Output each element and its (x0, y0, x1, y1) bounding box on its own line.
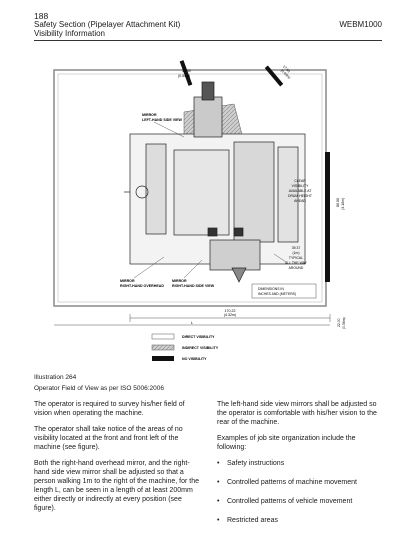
body-right-column: The left-hand side view mirrors shall be… (217, 400, 382, 535)
no-visibility-bar-right (325, 152, 330, 282)
legend-indirect-swatch (151, 344, 175, 351)
right-dim-metric: (3.10m) (341, 198, 345, 210)
paragraph: The left-hand side view mirrors shall be… (217, 401, 377, 426)
legend-direct-swatch (151, 333, 175, 340)
bottom-dim: 170.22 (225, 309, 236, 313)
mirror-lh-leader (153, 121, 185, 138)
svg-text:AROUND: AROUND (289, 266, 304, 270)
paragraph: The operator shall take notice of the ar… (34, 426, 183, 451)
no-visibility-bar-top-left (179, 60, 193, 86)
top-dim-1-metric: (0.54m) (178, 74, 190, 78)
visibility-figure: 13.60 (0.54m) 17.60 (0.69m) MIRROR (34, 42, 382, 367)
illustration-number: Illustration 264 (34, 374, 77, 381)
mirror-rs-leader (183, 259, 203, 279)
subsection-title: Visibility Information (34, 29, 105, 38)
paragraph: Both the right-hand overhead mirror, and… (34, 460, 199, 512)
mirror-ro-leader (133, 256, 165, 279)
illustration-title: Operator Field of View as per ISO 5006:2… (34, 385, 164, 392)
list-item: Restricted areas (217, 516, 382, 525)
svg-text:(1m): (1m) (293, 251, 300, 255)
mirror-lh-label: MIRROR (142, 113, 157, 117)
svg-text:ALL THE WAY: ALL THE WAY (285, 261, 308, 265)
page-number: 188 (34, 11, 49, 21)
around-leader (273, 253, 287, 263)
top-dim-1: 13.60 (182, 69, 191, 73)
top-dim-2: 17.60 (282, 64, 291, 73)
legend-none-swatch (152, 356, 174, 361)
around-note: 39.37 (1m) TYPICAL ALL THE WAY AROUND (285, 246, 308, 270)
list-item: Controlled patterns of vehicle movement (217, 497, 382, 506)
visibility-diagram: 13.60 (0.54m) 17.60 (0.69m) MIRROR (53, 60, 346, 361)
rside-dim-metric: (0.56m) (342, 317, 346, 329)
paragraph: Examples of job site organization includ… (217, 435, 356, 451)
mirror-rs-label: MIRROR (172, 279, 187, 283)
l-label: L (191, 320, 194, 325)
mirror-ro-label: MIRROR (120, 279, 135, 283)
mirror-lh-label-2: LEFT-HAND SIDE VIEW (142, 118, 183, 122)
mirror-rs-label-2: RIGHT-HAND SIDE VIEW (172, 284, 215, 288)
clear-visibility-note: CLEAR VISIBILITY AVAILABLE AT DRUM HEIGH… (288, 179, 312, 203)
dimensions-note: DIMENSIONS IN (258, 287, 284, 291)
document-id: WEBM1000 (339, 20, 382, 29)
dimensions-note-box (251, 283, 317, 299)
legend-direct-label: DIRECT VISIBILITY (182, 335, 215, 339)
svg-text:TYPICAL: TYPICAL (289, 256, 303, 260)
list-item: Safety instructions (217, 459, 382, 468)
svg-text:DRUM HEIGHT: DRUM HEIGHT (288, 194, 312, 198)
legend-none-label: NO VISIBILITY (182, 357, 207, 361)
right-dim: 80.00 (336, 198, 340, 207)
svg-text:AVAILABLE AT: AVAILABLE AT (289, 189, 312, 193)
bullet-list: Safety instructions Controlled patterns … (217, 459, 382, 525)
svg-text:AHEAD: AHEAD (294, 199, 306, 203)
section-title: Safety Section (Pipelayer Attachment Kit… (34, 20, 181, 29)
body-left-column: The operator is required to survey his/h… (34, 400, 199, 520)
no-visibility-bar-top-right (264, 65, 284, 87)
rside-dim: 22.00 (337, 318, 341, 327)
legend: DIRECT VISIBILITY INDIRECT VISIBILITY NO… (151, 333, 219, 361)
top-dim-2-metric: (0.69m) (280, 68, 291, 79)
mirror-ro-label-2: RIGHT-HAND OVERHEAD (120, 284, 164, 288)
dimensions-note-2: INCHES AND (METERS) (258, 292, 296, 296)
pipelayer-machine (124, 81, 306, 283)
legend-indirect-label: INDIRECT VISIBILITY (182, 346, 219, 350)
inner-boundary (57, 73, 323, 303)
list-item: Controlled patterns of machine movement (217, 478, 382, 487)
paragraph: The operator is required to survey his/h… (34, 401, 185, 417)
svg-text:39.37: 39.37 (292, 246, 301, 250)
bottom-dim-metric: (4.32m) (224, 313, 236, 317)
svg-text:VISIBILITY: VISIBILITY (292, 184, 310, 188)
svg-text:CLEAR: CLEAR (294, 179, 306, 183)
header-rule (34, 40, 382, 41)
